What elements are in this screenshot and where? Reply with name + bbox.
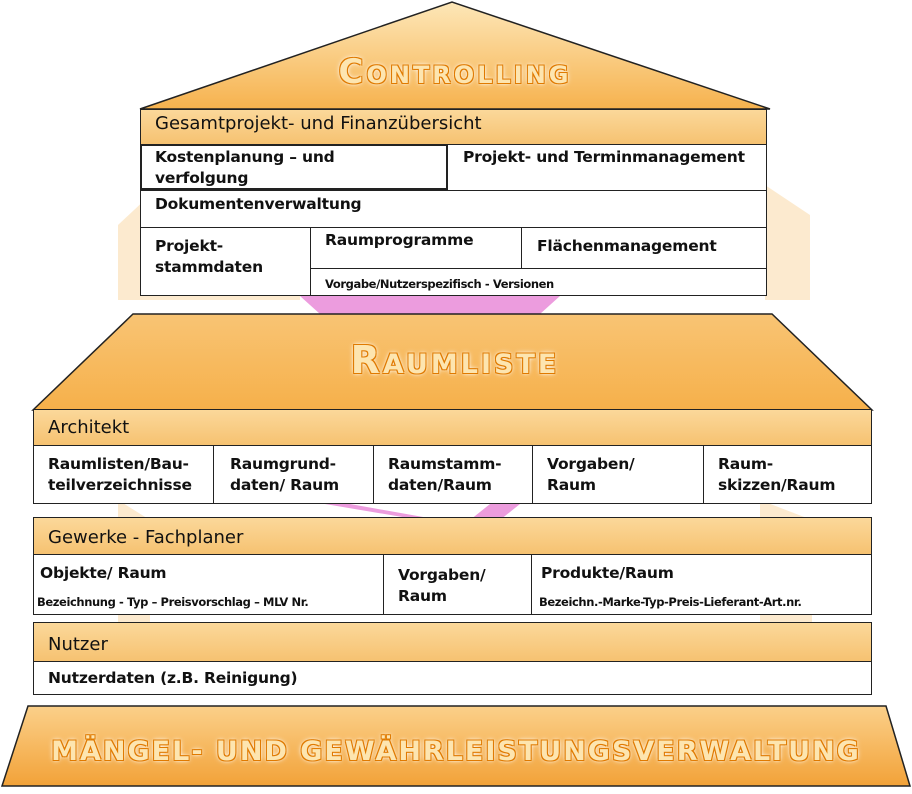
objekte-detail: Bezeichnung - Typ – Preisvorschlag – MLV… [37,595,309,609]
projektstammdaten-label: Projekt-stammdaten [155,237,263,276]
divider [703,445,704,504]
vorgabe-label: Vorgabe/Nutzerspezifisch - Versionen [325,277,554,291]
divider [310,227,311,296]
divider [140,227,767,228]
divider [531,554,532,615]
gewerke-row [33,554,872,615]
produkte-detail: Bezeichn.-Marke-Typ-Preis-Lieferant-Art.… [539,595,802,609]
nutzer-label: Nutzer [48,634,108,655]
kostenplanung-label: Kostenplanung – und verfolgung [155,148,335,187]
divider [521,227,522,269]
divider [213,445,214,504]
divider [532,445,533,504]
vorgaben-architekt-label: Vorgaben/ Raum [547,455,635,494]
nutzer-row [33,661,872,695]
architekt-header: Architekt [33,409,872,446]
gewerke-label: Gewerke - Fachplaner [48,527,244,548]
foundation-title: MÄNGEL- UND GEWÄHRLEISTUNGSVERWALTUNG [51,736,861,767]
gesamtprojekt-header: Gesamtprojekt- und Finanzübersicht [140,109,767,145]
raumlisten-label: Raumlisten/Bau-teilverzeichnisse [48,455,192,494]
projektmanagement-label: Projekt- und Terminmanagement [463,148,745,166]
divider [140,190,767,191]
divider [383,554,384,615]
controlling-title: Controlling [338,52,572,92]
raumprogramme-label: Raumprogramme [325,231,474,249]
dokumentenverwaltung-label: Dokumentenverwaltung [155,195,362,213]
divider [310,268,767,269]
architekt-row [33,445,872,504]
nutzer-header: Nutzer [33,622,872,662]
produkte-label: Produkte/Raum [541,564,674,582]
divider [373,445,374,504]
raumliste-title: Raumliste [350,338,560,382]
gesamtprojekt-label: Gesamtprojekt- und Finanzübersicht [155,113,482,134]
objekte-label: Objekte/ Raum [40,564,167,582]
vorgaben-gewerke-label: Vorgaben/ Raum [398,566,486,605]
raumgrunddaten-label: Raumgrund-daten/ Raum [230,455,339,494]
nutzerdaten-label: Nutzerdaten (z.B. Reinigung) [48,669,298,687]
kostenplanung-cell [140,144,448,190]
raumstammdaten-label: Raumstamm-daten/Raum [388,455,502,494]
flaechenmanagement-label: Flächenmanagement [537,237,717,255]
foundation-base [0,705,912,787]
gewerke-header: Gewerke - Fachplaner [33,517,872,555]
raumskizzen-label: Raum-skizzen/Raum [718,455,836,494]
architekt-label: Architekt [48,417,130,438]
pink-accent [300,296,560,520]
